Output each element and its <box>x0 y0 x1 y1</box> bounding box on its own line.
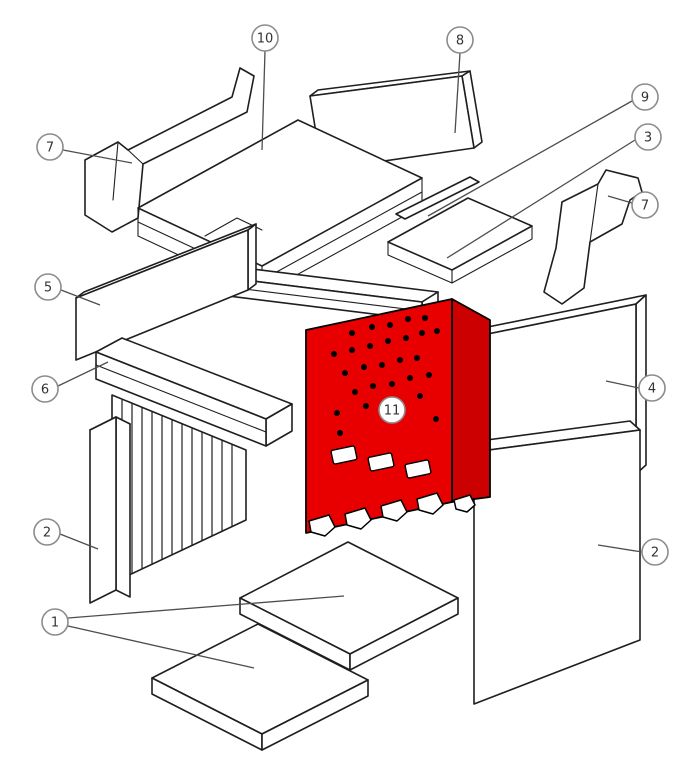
callout-number-11: 11 <box>384 404 401 419</box>
callout-number-7: 7 <box>641 199 649 214</box>
callout-part-8-1: 8 <box>446 26 474 54</box>
callout-number-4: 4 <box>648 382 656 397</box>
callout-circle-4 <box>638 374 666 402</box>
part-7-bracket-right <box>543 169 643 305</box>
callout-part-10-0: 10 <box>251 24 279 52</box>
part-3-top-plate-right <box>387 197 533 284</box>
callout-part-11-12: 11 <box>378 396 406 424</box>
leader-line-part-8 <box>454 52 461 134</box>
part-6-front-beam <box>95 337 293 447</box>
leader-lines <box>57 50 643 669</box>
leader-line-part-7 <box>607 195 633 204</box>
callout-circle-2 <box>641 538 669 566</box>
leader-line-part-7 <box>62 149 133 164</box>
callout-number-2: 2 <box>651 546 659 561</box>
callout-circle-10 <box>251 24 279 52</box>
leader-line-part-9 <box>427 100 633 217</box>
callout-circle-2 <box>33 518 61 546</box>
leader-line-part-4 <box>605 380 640 389</box>
part-11-back-panel-highlighted <box>305 298 491 537</box>
callout-part-9-2: 9 <box>631 83 659 111</box>
callout-part-4-8: 4 <box>638 374 666 402</box>
callout-part-1-11: 1 <box>41 608 69 636</box>
part-11-slots <box>330 445 432 479</box>
leader-line-part-1 <box>67 625 255 669</box>
leader-line-part-3 <box>446 139 636 259</box>
callout-circle-5 <box>34 273 62 301</box>
part-5-rear-panel-left <box>75 223 257 361</box>
callout-part-7-5: 7 <box>631 191 659 219</box>
callout-number-6: 6 <box>41 383 49 398</box>
callout-part-3-3: 3 <box>634 123 662 151</box>
callout-number-7: 7 <box>46 141 54 156</box>
callout-number-8: 8 <box>456 34 464 49</box>
callout-circle-9 <box>631 83 659 111</box>
leader-line-part-2 <box>59 533 99 550</box>
part-1-base-plate-back <box>151 623 369 751</box>
callout-number-2: 2 <box>43 526 51 541</box>
callout-part-2-9: 2 <box>33 518 61 546</box>
callout-number-5: 5 <box>44 281 52 296</box>
callout-circle-8 <box>446 26 474 54</box>
callout-number-10: 10 <box>257 32 274 47</box>
leader-line-part-6 <box>57 361 109 387</box>
callout-circle-3 <box>634 123 662 151</box>
callout-circle-7 <box>36 133 64 161</box>
callout-part-6-7: 6 <box>31 375 59 403</box>
callout-number-1: 1 <box>51 616 59 631</box>
part-2-side-panel-left <box>89 416 131 604</box>
callout-number-9: 9 <box>641 91 649 106</box>
callout-circle-7 <box>631 191 659 219</box>
leader-line-part-10 <box>261 50 266 151</box>
leader-line-part-5 <box>60 289 101 306</box>
callout-part-2-10: 2 <box>641 538 669 566</box>
part-7-bracket-left <box>84 67 255 233</box>
callout-circle-11 <box>378 396 406 424</box>
callout-circle-6 <box>31 375 59 403</box>
callout-number-3: 3 <box>644 131 652 146</box>
part-11-feet <box>308 492 476 537</box>
callout-circle-1 <box>41 608 69 636</box>
callout-part-7-4: 7 <box>36 133 64 161</box>
leader-line-part-2 <box>597 544 643 553</box>
part-9-seal-strip <box>395 176 480 220</box>
callout-part-5-6: 5 <box>34 273 62 301</box>
leader-line-part-1 <box>67 595 345 619</box>
